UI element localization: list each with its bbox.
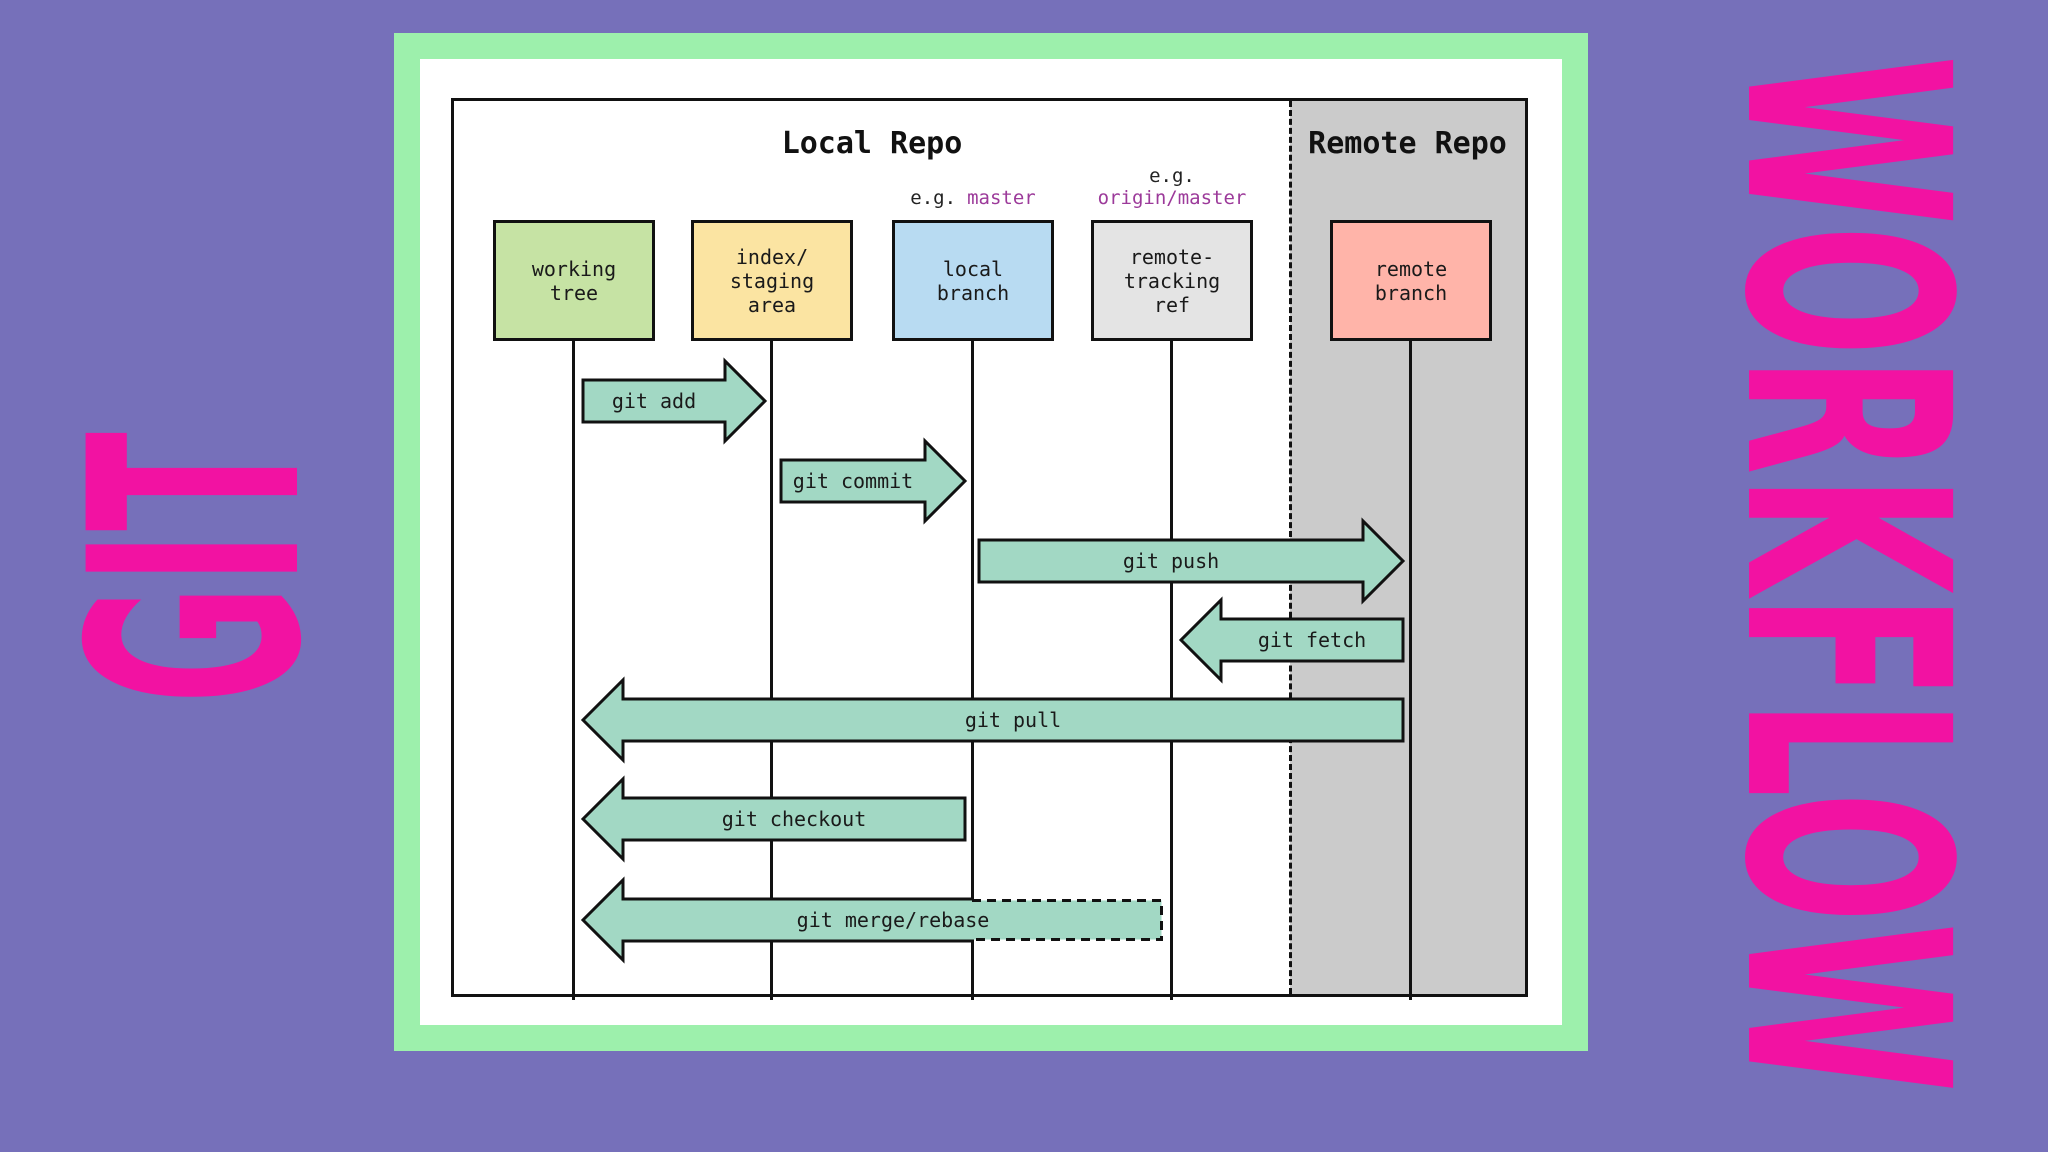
remote-tracking-example-label: e.g.origin/master <box>1022 165 1322 209</box>
lifeline-staging-area <box>770 341 773 1000</box>
side-headline-git: GIT <box>29 432 366 704</box>
remote-tracking-example-value: origin/master <box>1097 187 1247 209</box>
arrow-git-checkout: git checkout <box>580 775 967 863</box>
eg-prefix: e.g. <box>910 187 957 209</box>
lifeline-remote-tracking-ref <box>1170 341 1173 1000</box>
arrow-label: git pull <box>964 708 1062 732</box>
arrow-label: git add <box>611 389 697 413</box>
right-arrow-shape <box>779 437 968 525</box>
node-remote-branch: remote branch <box>1330 220 1492 341</box>
eg-prefix: e.g. <box>1149 165 1195 187</box>
git-workflow-diagram: Local Repo Remote Repo e.g.master e.g.or… <box>451 98 1528 1000</box>
lifeline-local-branch <box>971 341 974 1000</box>
lifeline-remote-branch <box>1409 341 1412 1000</box>
arrow-label: git fetch <box>1257 628 1367 652</box>
lifeline-working-tree <box>572 341 575 1000</box>
right-arrow-shape <box>977 517 1406 605</box>
arrow-git-merge-rebase: git merge/rebase <box>580 876 1163 964</box>
local-branch-example-label: e.g. master <box>823 187 1123 209</box>
arrow-label: git checkout <box>721 807 867 831</box>
arrow-git-pull: git pull <box>580 676 1405 764</box>
node-working-tree: working tree <box>493 220 655 341</box>
arrow-git-commit: git commit <box>779 437 968 525</box>
local-branch-example-value: master <box>967 187 1036 209</box>
left-arrow-shape <box>580 876 972 964</box>
arrow-git-add: git add <box>581 357 768 445</box>
right-arrow-shape <box>581 357 768 445</box>
dashed-tail-segment <box>972 899 1163 941</box>
node-remote-tracking-ref: remote- tracking ref <box>1091 220 1253 341</box>
local-repo-title: Local Repo <box>781 126 963 161</box>
arrow-git-push: git push <box>977 517 1406 605</box>
remote-repo-title: Remote Repo <box>1308 126 1507 161</box>
arrow-git-fetch: git fetch <box>1178 596 1405 684</box>
node-local-branch: local branch <box>892 220 1054 341</box>
node-staging-area: index/ staging area <box>691 220 853 341</box>
left-arrow-shape <box>580 676 1405 764</box>
arrow-label: git push <box>1122 549 1220 573</box>
arrow-label: git commit <box>792 469 914 493</box>
left-arrow-shape <box>1178 596 1405 684</box>
left-arrow-shape <box>580 775 967 863</box>
arrow-label: git merge/rebase <box>796 908 990 932</box>
side-headline-workflow: WORKFLOW <box>1682 55 2008 1093</box>
